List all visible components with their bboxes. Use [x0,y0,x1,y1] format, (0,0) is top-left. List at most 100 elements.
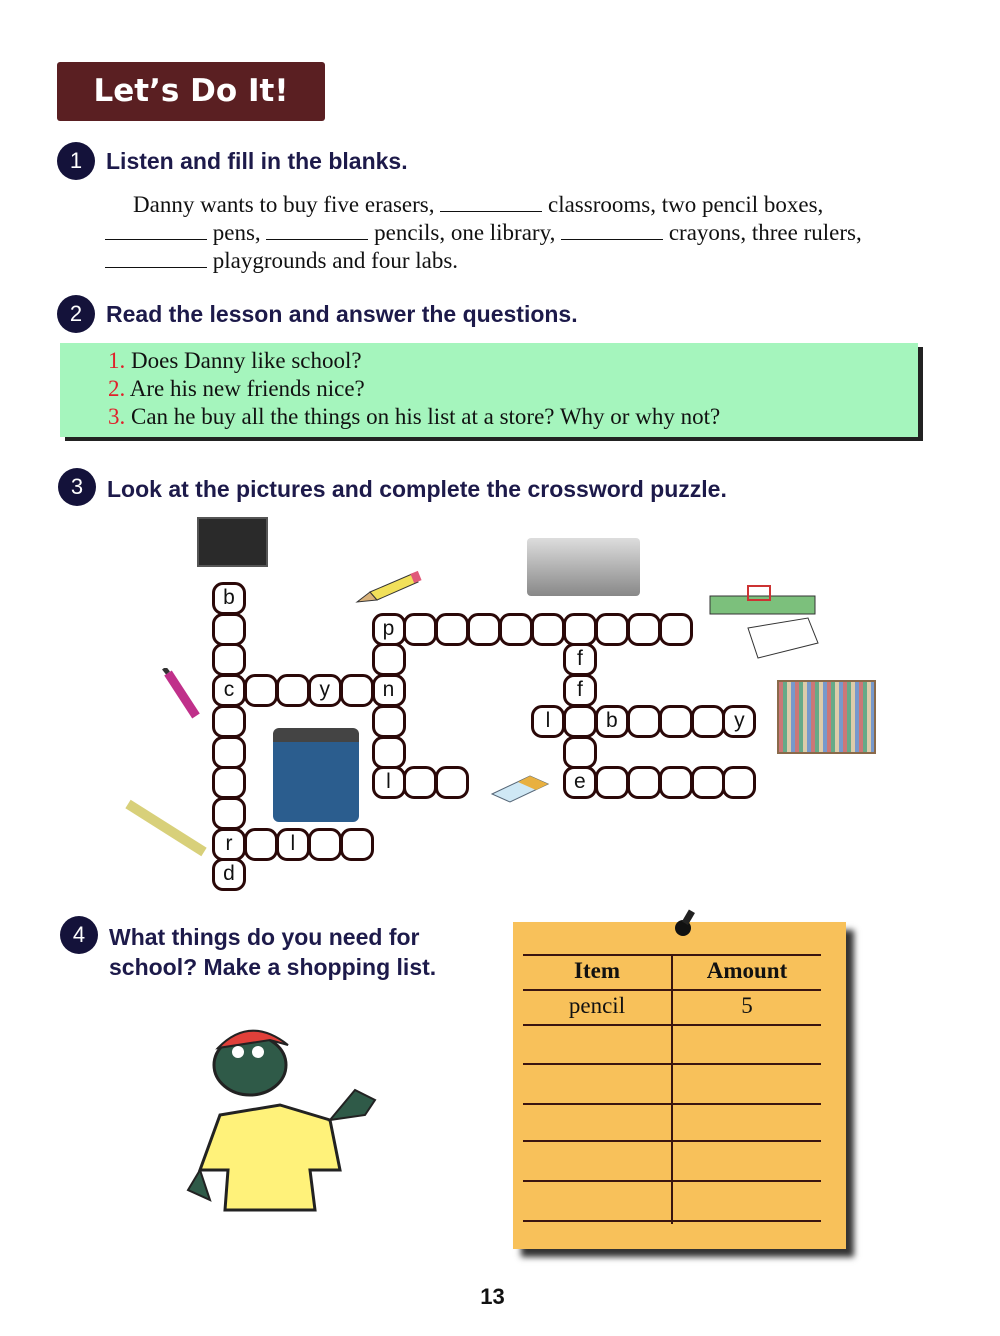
crossword-cell[interactable] [307,827,342,861]
question-number: 1. [108,348,126,373]
playground-picture [709,585,819,659]
crossword-cell[interactable] [594,766,629,800]
crossword-cell[interactable] [212,796,246,830]
fill-line-1: Danny wants to buy five erasers, classro… [133,192,823,218]
crossword-cell[interactable] [435,612,470,646]
crossword-cell[interactable] [690,704,725,738]
crossword-cell[interactable] [658,766,693,800]
shopping-list-note: Item Amount pencil 5 [513,909,846,1249]
question-2: 2. Are his new friends nice? [108,376,365,402]
cell-item[interactable]: pencil [568,993,626,1018]
crossword-cell[interactable] [690,766,725,800]
fill-text: playgrounds and four labs. [212,248,459,273]
section-3-title: Look at the pictures and complete the cr… [107,476,727,502]
crossword-cell[interactable]: b [594,704,629,738]
crossword-cell[interactable] [403,766,438,800]
crossword-cell[interactable] [371,704,406,738]
fill-text: classrooms, two pencil boxes, [547,192,824,217]
pushpin-icon [675,909,695,936]
crossword-cell[interactable]: d [212,858,246,892]
fill-line-3: playgrounds and four labs. [105,248,458,274]
crossword-cell[interactable] [562,704,597,738]
page-number: 13 [480,1284,505,1309]
fill-text: pens, [212,220,261,245]
crossword-cell[interactable]: b [212,582,246,615]
crossword-cell[interactable]: y [307,674,342,708]
blank-input[interactable] [266,221,369,240]
ruler-picture [125,799,207,857]
crossword-cell[interactable] [371,643,406,677]
crossword-cell[interactable] [531,612,565,646]
crossword-cell[interactable] [562,735,597,769]
crossword-cell[interactable] [626,766,661,800]
crossword-cell[interactable] [467,612,502,646]
pencil-picture [355,570,422,603]
section-4-title-line-2: school? Make a shopping list. [109,954,437,980]
crayon-picture [162,668,200,719]
crossword-cell[interactable] [722,766,757,800]
crossword-cell[interactable]: l [275,827,310,861]
crossword-cell[interactable] [499,612,534,646]
section-1-title: Listen and fill in the blanks. [106,148,408,174]
crossword-cell[interactable]: p [371,612,406,646]
crossword-cell[interactable] [562,612,597,646]
blank-input[interactable] [561,221,664,240]
crossword-cell[interactable] [212,643,246,677]
crossword-cell[interactable] [212,766,246,800]
office-picture [527,538,640,596]
fill-text: pencils, one library, [374,220,556,245]
section-number-3: 3 [58,468,96,506]
blackboard-picture [197,517,268,567]
crossword-cell[interactable] [594,612,629,646]
crossword-cell[interactable] [626,704,661,738]
crossword-cell[interactable] [339,674,374,708]
crossword-cell[interactable] [275,674,310,708]
crossword-cell[interactable] [339,827,374,861]
question-number: 3. [108,404,126,429]
crossword-cell[interactable]: n [371,674,406,708]
fill-line-2: pens, pencils, one library, crayons, thr… [105,220,862,246]
crossword-cell[interactable] [658,612,693,646]
crossword-cell[interactable] [371,735,406,769]
crossword-cell[interactable]: f [562,643,597,677]
crossword-cell[interactable]: y [722,704,757,738]
section-number-4: 4 [60,916,98,954]
question-3: 3. Can he buy all the things on his list… [108,404,720,430]
eraser-picture [490,775,550,803]
crossword-cell[interactable]: l [531,704,565,738]
question-text: Are his new friends nice? [129,376,365,401]
blank-input[interactable] [105,249,207,268]
column-header-amount: Amount [706,958,788,983]
crossword-cell[interactable] [435,766,470,800]
lab-picture [273,728,359,822]
crossword-cell[interactable] [212,612,246,646]
crossword-cell[interactable] [626,612,661,646]
crossword-cell[interactable] [212,735,246,769]
questions-box: 1. Does Danny like school? 2. Are his ne… [60,343,918,437]
lets-do-it-banner: Let’s Do It! [57,62,325,121]
crossword-cell[interactable] [658,704,693,738]
section-number-1: 1 [57,142,95,180]
fill-text: crayons, three rulers, [668,220,862,245]
column-header-item: Item [574,958,620,983]
crossword-cell[interactable]: l [371,766,406,800]
section-4-title-line-1: What things do you need for [109,924,420,950]
question-text: Can he buy all the things on his list at… [131,404,721,429]
blank-input[interactable] [440,193,543,212]
crossword-cell[interactable] [243,674,278,708]
crossword-cell[interactable] [403,612,438,646]
cell-amount[interactable]: 5 [741,993,753,1018]
section-2-title: Read the lesson and answer the questions… [106,301,578,327]
question-1: 1. Does Danny like school? [108,348,362,374]
crossword-cell[interactable]: c [212,674,246,708]
crossword-cell[interactable] [243,827,278,861]
cartoon-character-picture [186,1029,377,1212]
crossword-cell[interactable]: r [212,827,246,861]
crossword-cell[interactable]: f [562,674,597,708]
crossword-cell[interactable]: e [562,766,597,800]
crossword-cell[interactable] [212,704,246,738]
fill-text: Danny wants to buy five erasers, [133,192,435,217]
section-number-2: 2 [57,295,95,333]
blank-input[interactable] [105,221,207,240]
library-bookshelf-picture [777,680,876,754]
